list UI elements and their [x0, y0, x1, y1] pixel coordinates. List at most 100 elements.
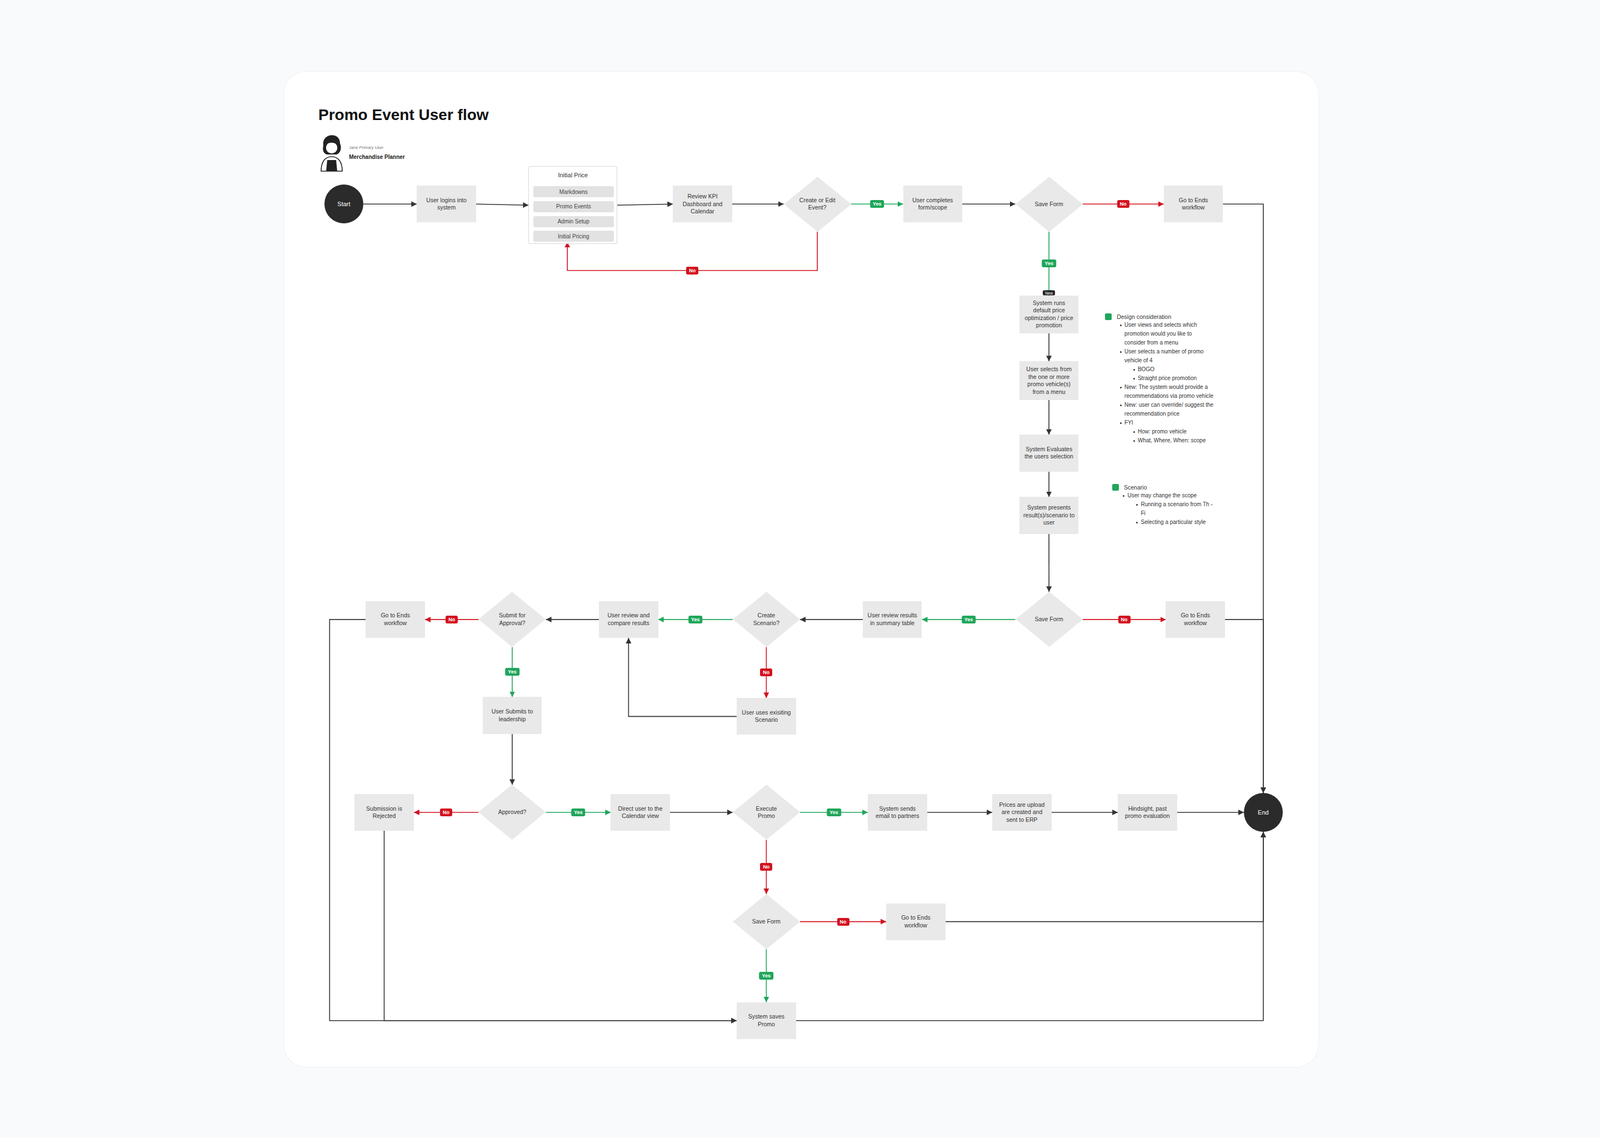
node-text: Go to Ends workflow — [369, 611, 422, 627]
process-box: Go to Ends workflow — [365, 601, 425, 638]
bullet-dot — [1122, 495, 1125, 497]
diagram-title: Promo Event User flow — [318, 106, 489, 124]
persona-body — [321, 156, 343, 172]
process-box: System saves Promo — [736, 1002, 797, 1039]
bullet-dot — [1120, 404, 1122, 407]
diamond-shape — [732, 784, 800, 840]
flow-connector — [927, 811, 993, 813]
edge-badge: No — [1118, 615, 1131, 624]
process-box: User selects from the one or more promo … — [1019, 361, 1079, 400]
node-text: User uses exisiting Scenario — [740, 708, 793, 724]
menu-item: Initial Pricing — [533, 230, 614, 242]
process-box: Hindsight, past promo evaluation — [1117, 793, 1178, 831]
decision-diamond: Save Form — [732, 893, 800, 949]
legend-text: Design consideration — [1116, 313, 1172, 320]
legend-row: Design consideration — [1105, 313, 1172, 320]
legend-row: Scenario — [1112, 483, 1147, 491]
process-box: User review results in summary table — [862, 601, 923, 638]
bullet-dot — [1120, 324, 1122, 327]
node-text: Hindsight, past promo evaluation — [1121, 805, 1174, 820]
bullet-dot — [1120, 351, 1122, 353]
flow-connector — [670, 811, 733, 813]
note-bullet-text: How: promo vehicle — [1137, 427, 1215, 437]
node-text: Initial Price — [528, 171, 617, 179]
edge-badge: Yes — [571, 808, 586, 817]
node-text: Go to Ends workflow — [890, 913, 942, 929]
terminal-circle: End — [1243, 792, 1283, 832]
process-box: System presents result(s)/scenario to us… — [1019, 496, 1079, 534]
node-text: Approved? — [498, 808, 527, 816]
node-text: Save Form — [1034, 200, 1063, 208]
edge-badge: No — [837, 917, 850, 926]
node-text: User logins into system — [420, 196, 473, 212]
bullet-dot — [1136, 503, 1138, 506]
node-text: User Submits to leadership — [486, 707, 539, 723]
flow-connector — [329, 619, 737, 1021]
edge-badge: No — [760, 668, 773, 677]
process-box: Go to Ends workflow — [886, 903, 946, 940]
process-box: System sends email to partners — [867, 793, 928, 831]
flow-connector — [1048, 333, 1050, 362]
edge-badge: Yes — [759, 971, 774, 980]
decision-diamond: Approved? — [478, 784, 546, 840]
menu-item: Admin Setup — [533, 216, 614, 228]
flow-connector — [732, 203, 784, 205]
bullet-dot — [1136, 521, 1138, 524]
diamond-shape — [478, 784, 546, 840]
note-bullet-text: Straight price promotion — [1137, 373, 1215, 383]
edge-badge: Yes — [1041, 259, 1057, 268]
edge-badge: Yes — [961, 615, 977, 624]
diamond-shape — [732, 893, 800, 949]
diamond-shape — [1015, 176, 1083, 232]
note-bullet-text: BOGO — [1137, 365, 1215, 374]
edge-badge: No — [686, 266, 699, 275]
new-tag: New — [1042, 290, 1055, 296]
node-text: Admin Setup — [557, 218, 590, 225]
edge-badge: Yes — [688, 615, 703, 624]
note-bullet-text: User views and selects which promotion w… — [1124, 320, 1215, 348]
node-text: End — [1257, 808, 1269, 816]
node-text: Submit for Approval? — [492, 611, 532, 627]
terminal-circle: Start — [324, 184, 364, 224]
persona-name: Jane Primary User — [348, 145, 384, 150]
diamond-shape — [732, 591, 800, 647]
node-text: Start — [337, 200, 350, 208]
node-text: Markdowns — [559, 188, 588, 195]
flow-connector — [1051, 811, 1118, 813]
flow-connector — [1048, 533, 1050, 593]
process-box: Go to Ends workflow — [1165, 601, 1225, 638]
process-box: Direct user to the Calendar view — [610, 793, 670, 831]
decision-diamond: Execute Promo — [732, 784, 800, 840]
node-text: Go to Ends workflow — [1169, 611, 1222, 627]
decision-diamond: Save Form — [1015, 591, 1083, 647]
menu-item: Markdowns — [533, 186, 614, 198]
node-text: User review and compare results — [602, 611, 655, 627]
edge-badge: No — [440, 808, 453, 817]
node-text: Review KPI Dashboard and Calendar — [676, 192, 729, 215]
bullet-dot — [1133, 440, 1135, 442]
edge-badge: No — [1117, 200, 1130, 208]
node-text: Save Form — [752, 917, 781, 925]
note-bullet-text: New: The system would provide a recommen… — [1124, 382, 1215, 401]
diamond-shape — [478, 591, 546, 647]
node-text: User completes form/scope — [907, 196, 959, 212]
node-text: System presents result(s)/scenario to us… — [1023, 503, 1075, 527]
node-text: User review results in summary table — [866, 611, 919, 627]
legend-swatch — [1112, 483, 1119, 491]
edge-badge: No — [760, 862, 773, 871]
decision-diamond: Save Form — [1015, 176, 1083, 232]
node-text: Initial Pricing — [557, 233, 590, 240]
diamond-shape — [783, 176, 852, 232]
node-text: System Evaluates the users selection — [1023, 445, 1075, 461]
edge-badge: No — [445, 615, 458, 624]
note-bullet-text: Running a scenario from Th - Fi — [1140, 500, 1214, 518]
diamond-shape — [1015, 591, 1083, 647]
flow-connector — [511, 733, 513, 785]
node-text: Promo Events — [556, 203, 592, 210]
process-box: User completes form/scope — [903, 185, 963, 223]
legend-text: Scenario — [1123, 483, 1147, 491]
menu-item: Promo Events — [533, 201, 614, 213]
